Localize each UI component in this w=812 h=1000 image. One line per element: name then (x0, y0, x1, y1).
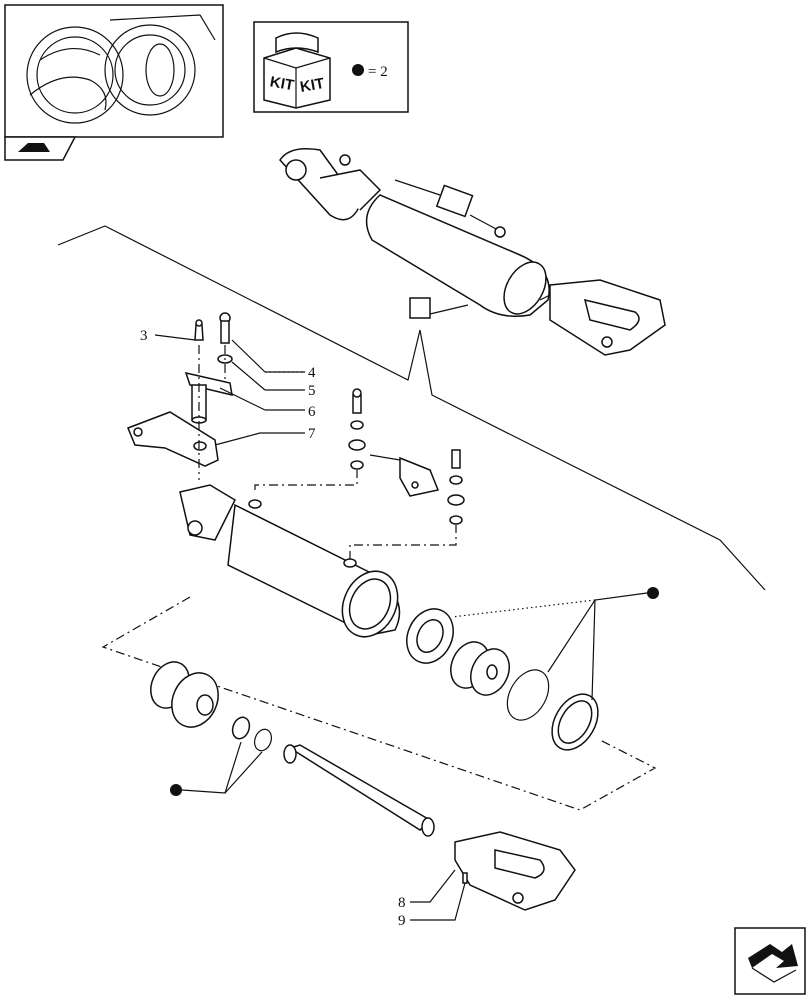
callout-8: 8 (398, 895, 406, 911)
piston (450, 641, 510, 696)
small-rings (231, 716, 273, 752)
kit-bullet-icon-right (647, 587, 659, 599)
gland-seal (406, 608, 454, 664)
callout-5: 5 (308, 383, 316, 399)
callout-6: 6 (308, 404, 316, 420)
pin-plate-part-6 (184, 371, 233, 424)
kit-reference-box (409, 297, 431, 319)
piston-rod (283, 744, 435, 837)
kit-label-left: KIT (269, 73, 296, 94)
kit-legend: KIT KIT = 2 (253, 21, 409, 113)
callout-3: 3 (140, 328, 148, 344)
kit-label-right: KIT (299, 75, 326, 96)
kit-bullet-icon (352, 64, 364, 76)
callout-4: 4 (308, 365, 316, 381)
callout-9: 9 (398, 913, 406, 929)
fitting-block (369, 449, 465, 525)
screw-part-4 (219, 312, 231, 344)
tractor-tab-icon[interactable] (4, 136, 77, 161)
callout-7: 7 (308, 426, 316, 442)
kit-quantity: = 2 (368, 64, 388, 80)
spring-pin-part-9 (462, 872, 468, 884)
grease-nipple-part-3 (194, 319, 204, 341)
fork-end-part-7 (127, 411, 219, 467)
o-ring (506, 669, 550, 721)
backup-ring (551, 693, 599, 751)
assembled-cylinder (279, 148, 666, 356)
assembly-frame (101, 596, 657, 811)
tractor-location-thumbnail[interactable] (4, 4, 224, 138)
next-page-arrow-icon[interactable] (734, 927, 806, 995)
cylinder-barrel (179, 484, 401, 638)
kit-box-icon: KIT KIT (263, 32, 331, 109)
fitting-screw-left (348, 388, 366, 470)
rod-end-eye (454, 831, 576, 911)
kit-bullet-icon-left (170, 784, 182, 796)
piston-lower (150, 661, 219, 728)
divider-line (57, 225, 766, 591)
